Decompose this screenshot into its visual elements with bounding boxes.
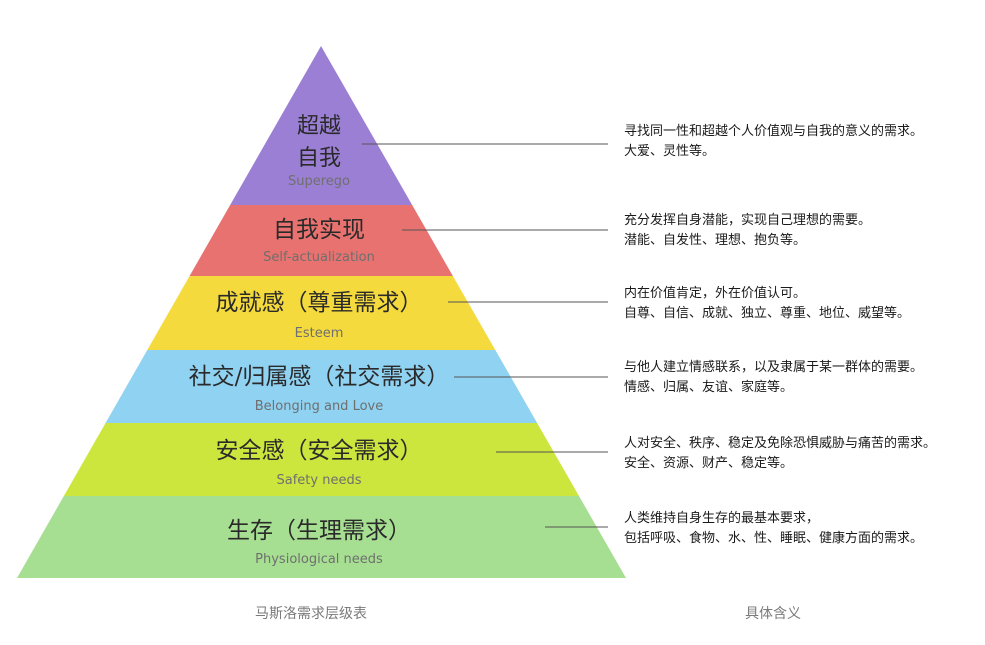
pyramid-caption: 马斯洛需求层级表 <box>255 606 367 622</box>
description-line: 包括呼吸、食物、水、性、睡眠、健康方面的需求。 <box>624 531 924 546</box>
description-line: 潜能、自发性、理想、抱负等。 <box>624 233 807 248</box>
level-4-english: Belonging and Love <box>255 399 383 414</box>
description-line: 情感、归属、友谊、家庭等。 <box>624 380 794 395</box>
level-6-title: 生存（生理需求） <box>227 518 411 544</box>
level-5-english: Safety needs <box>277 473 362 488</box>
description-line: 人对安全、秩序、稳定及免除恐惧威胁与痛苦的需求。 <box>624 436 937 451</box>
level-1-title: 超越 <box>297 114 341 139</box>
level-4-title: 社交/归属感（社交需求） <box>189 364 450 390</box>
description-line: 大爱、灵性等。 <box>624 144 716 159</box>
level-6-english: Physiological needs <box>255 552 383 567</box>
pyramid-level-2 <box>189 205 453 276</box>
description-line: 自尊、自信、成就、独立、尊重、地位、威望等。 <box>624 306 911 321</box>
pyramid-level-6 <box>17 496 626 578</box>
meaning-caption: 具体含义 <box>745 606 801 622</box>
level-3-description: 内在价值肯定，外在价值认可。自尊、自信、成就、独立、尊重、地位、威望等。 <box>624 284 979 324</box>
pyramid-level-1 <box>230 46 413 205</box>
level-4-description: 与他人建立情感联系，以及隶属于某一群体的需要。情感、归属、友谊、家庭等。 <box>624 358 979 398</box>
description-line: 寻找同一性和超越个人价值观与自我的意义的需求。 <box>624 124 924 139</box>
level-5-title: 安全感（安全需求） <box>216 438 423 464</box>
pyramid-level-5 <box>63 423 579 496</box>
description-line: 内在价值肯定，外在价值认可。 <box>624 286 807 301</box>
pyramid-level-3 <box>147 276 496 350</box>
level-2-description: 充分发挥自身潜能，实现自己理想的需要。潜能、自发性、理想、抱负等。 <box>624 211 979 251</box>
level-1-english: Superego <box>288 174 350 189</box>
level-1-title: 自我 <box>297 146 341 171</box>
level-3-title: 成就感（尊重需求） <box>216 290 423 316</box>
level-6-description: 人类维持自身生存的最基本要求， 包括呼吸、食物、水、性、睡眠、健康方面的需求。 <box>624 509 979 549</box>
level-1-description: 寻找同一性和超越个人价值观与自我的意义的需求。大爱、灵性等。 <box>624 122 979 162</box>
level-2-english: Self-actualization <box>263 250 375 265</box>
description-line: 充分发挥自身潜能，实现自己理想的需要。 <box>624 213 872 228</box>
description-line: 安全、资源、财产、稳定等。 <box>624 456 794 471</box>
description-line: 人类维持自身生存的最基本要求， <box>624 511 820 526</box>
description-line: 与他人建立情感联系，以及隶属于某一群体的需要。 <box>624 360 924 375</box>
pyramid-level-4 <box>105 350 538 423</box>
level-3-english: Esteem <box>295 326 344 341</box>
level-2-title: 自我实现 <box>273 217 365 243</box>
level-5-description: 人对安全、秩序、稳定及免除恐惧威胁与痛苦的需求。安全、资源、财产、稳定等。 <box>624 434 979 474</box>
